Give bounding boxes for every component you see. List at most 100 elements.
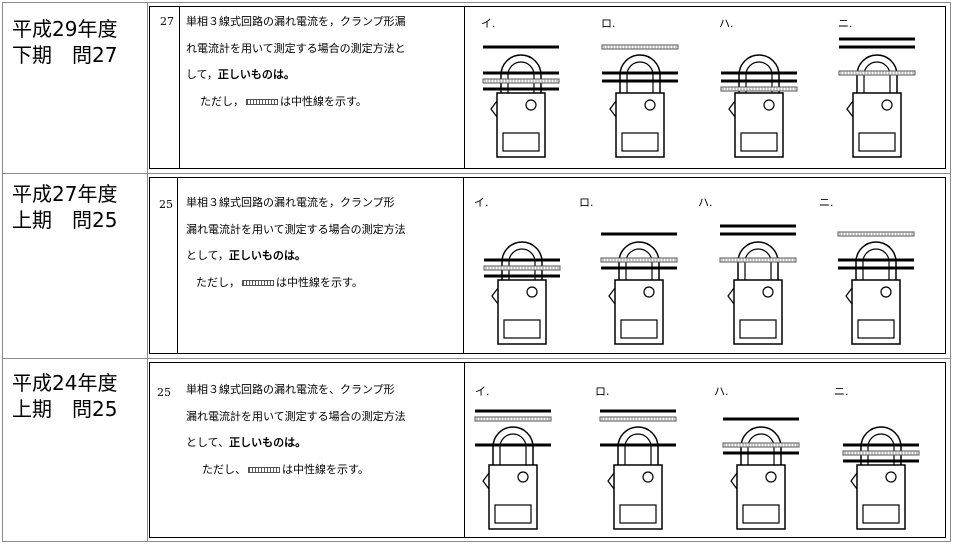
dial-icon <box>762 286 774 298</box>
dial-icon <box>517 471 529 483</box>
question-box: 25 単相３線式回路の漏れ電流を、クランプ形 漏れ電流計を用いて測定する場合の測… <box>149 362 946 538</box>
voltage-wire <box>475 443 551 447</box>
question-text: 単相３線式回路の漏れ電流を，クランプ形漏 れ電流計を用いて測定する場合の測定方法… <box>186 9 406 115</box>
wires-ha <box>720 71 798 92</box>
question-number: 25 <box>157 386 171 399</box>
voltage-wire <box>838 266 914 270</box>
dial-icon <box>644 99 656 111</box>
clamp-jaw-inner <box>744 248 772 280</box>
exam-year-label: 平成29年度 下期 問27 <box>12 16 117 68</box>
option-label: イ. <box>474 196 489 209</box>
clamp-jaw-inner <box>499 433 527 465</box>
voltage-wire <box>723 451 799 455</box>
text-prefix: ただし， <box>196 275 240 289</box>
question-id: 上期 問25 <box>12 397 118 421</box>
display-window <box>858 132 896 152</box>
display-window <box>857 319 895 339</box>
question-id: 下期 問27 <box>12 43 118 67</box>
bold-text: 正しいものは。 <box>217 68 295 81</box>
clamp-jaw-outer <box>619 54 661 93</box>
text-line: として、正しいものは。 <box>186 430 406 457</box>
clamp-jaw-outer <box>855 241 897 280</box>
display-window <box>862 504 900 524</box>
option-label: ハ. <box>714 385 729 398</box>
display-window <box>621 132 659 152</box>
wires-ha <box>722 417 800 455</box>
lever-icon <box>728 100 736 118</box>
text-line: ただし、は中性線を示す。 <box>186 457 406 484</box>
clamp-meter-ha <box>728 54 784 158</box>
clamp-jaw-inner <box>626 61 654 93</box>
voltage-wire <box>721 71 797 75</box>
year-term: 平成24年度 <box>12 371 118 395</box>
voltage-wire <box>483 45 559 49</box>
wires-i <box>483 258 561 278</box>
lever-icon <box>850 472 858 490</box>
wires-ni <box>838 37 916 76</box>
option-label: ロ. <box>601 17 616 30</box>
text-prefix: ただし， <box>200 94 244 108</box>
clamp-meter-ha <box>727 241 783 345</box>
wires-ro <box>601 44 679 83</box>
number-divider <box>177 178 178 354</box>
dial-icon <box>880 286 892 298</box>
row-separator <box>2 173 951 174</box>
lever-icon <box>607 472 615 490</box>
clamp-meter-ro <box>608 241 664 345</box>
option-label: ハ. <box>698 196 713 209</box>
wires-ro <box>599 409 677 447</box>
clamp-meter-ni <box>845 241 901 345</box>
display-window <box>494 504 532 524</box>
clamp-jaw-outer <box>860 426 902 465</box>
lever-icon <box>727 287 735 305</box>
text-suffix: は中性線を示す。 <box>280 94 367 108</box>
clamp-meter-ro <box>607 426 663 530</box>
wires-ro <box>600 232 678 270</box>
lever-icon <box>845 287 853 305</box>
column-divider <box>147 2 148 542</box>
options-divider <box>463 178 464 354</box>
lever-icon <box>846 100 854 118</box>
lever-icon <box>609 100 617 118</box>
row-separator <box>2 358 951 359</box>
text-suffix: は中性線を示す。 <box>276 275 363 289</box>
voltage-wire <box>720 224 796 228</box>
dial-icon <box>885 471 897 483</box>
dial-icon <box>525 99 537 111</box>
text-line: 漏れ電流計を用いて測定する場合の測定方法 <box>186 222 406 236</box>
text-line: 単相３線式回路の漏れ電流を，クランプ形 <box>186 196 395 209</box>
dial-icon <box>642 471 654 483</box>
voltage-wire <box>721 79 797 83</box>
year-term: 平成29年度 <box>12 17 118 41</box>
display-window <box>742 504 780 524</box>
clamp-jaw-inner <box>747 433 775 465</box>
option-label: イ. <box>481 17 496 30</box>
dial-icon <box>765 471 777 483</box>
question-number: 25 <box>159 198 173 211</box>
voltage-wire <box>483 87 559 91</box>
voltage-wire <box>601 232 677 236</box>
clamp-jaw-outer <box>500 54 542 93</box>
clamp-meter-i <box>490 54 546 158</box>
display-window <box>619 504 657 524</box>
text-prefix: ただし、 <box>202 462 246 476</box>
clamp-meter-i <box>491 241 547 345</box>
clamp-meter-ni <box>850 426 906 530</box>
dial-icon <box>881 99 893 111</box>
clamp-jaw-inner <box>624 433 652 465</box>
voltage-wire <box>484 258 560 262</box>
display-window <box>620 319 658 339</box>
display-window <box>739 319 777 339</box>
voltage-wire <box>720 232 796 236</box>
clamp-jaw-outer <box>618 241 660 280</box>
voltage-wire <box>602 79 678 83</box>
clamp-meter-ro <box>609 54 665 158</box>
display-window <box>740 132 778 152</box>
bold-text: 正しいものは。 <box>228 249 306 262</box>
year-term: 平成27年度 <box>12 182 118 206</box>
exam-year-label: 平成24年度 上期 問25 <box>12 370 117 422</box>
voltage-wire <box>483 71 559 75</box>
option-label: ニ. <box>834 385 849 398</box>
number-divider <box>179 7 180 169</box>
clamp-meter-i <box>482 426 538 530</box>
